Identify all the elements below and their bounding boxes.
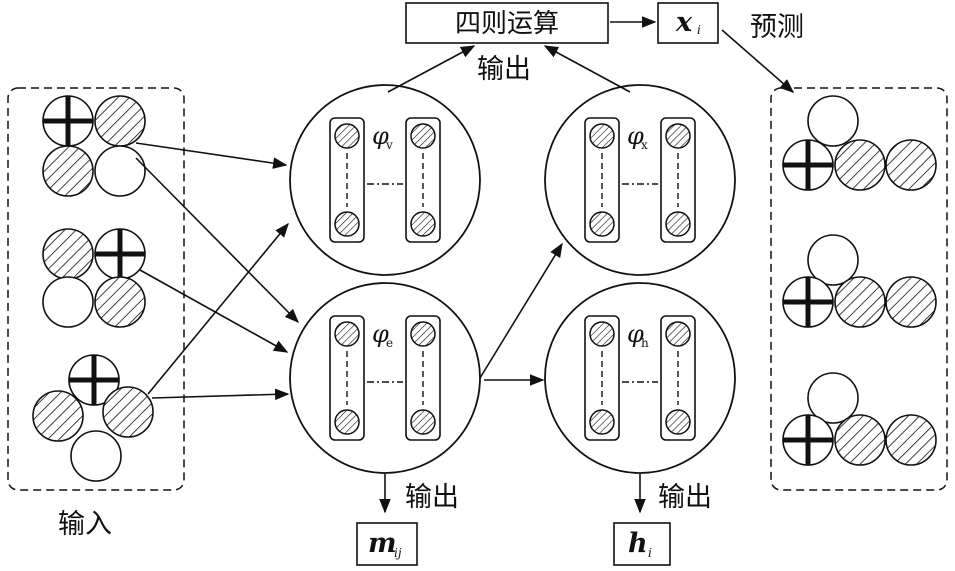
hatched-node-icon: [410, 211, 436, 237]
phi-symbol: φ: [627, 122, 644, 150]
hatched-node-icon: [589, 211, 615, 237]
hatched-node-icon: [334, 409, 360, 435]
layer-column: [660, 315, 696, 441]
hatched-node-icon: [665, 123, 691, 149]
layer-column: [584, 315, 620, 441]
network-circle: [289, 84, 481, 276]
m-symbol: m: [368, 528, 397, 559]
hatched-node-icon: [589, 123, 615, 149]
hatched-circle-icon: [42, 145, 94, 197]
hatched-circle-icon: [94, 95, 146, 147]
empty-circle-icon: [70, 430, 122, 482]
arrow-icon: [135, 157, 300, 324]
arrow-icon: [721, 29, 795, 93]
arrow-icon: [139, 269, 289, 353]
layer-column: [660, 117, 696, 243]
network-h: φh: [544, 282, 736, 474]
hatched-node-icon: [410, 123, 436, 149]
input-molecule-2: [42, 228, 146, 328]
network-v: φv: [289, 84, 481, 276]
phi-symbol: φ: [372, 320, 389, 348]
arrow-icon: [479, 242, 563, 379]
arithmetic-label: 四则运算: [455, 9, 559, 39]
empty-circle-icon: [94, 145, 146, 197]
network-circle: [289, 282, 481, 474]
phi-subscript: h: [641, 336, 649, 350]
hatched-node-icon: [410, 321, 436, 347]
network-x: φx: [544, 84, 736, 276]
hatched-node-icon: [334, 123, 360, 149]
hatched-node-icon: [665, 409, 691, 435]
phi-subscript: x: [641, 138, 648, 152]
layer-column: [405, 315, 441, 441]
hatched-node-icon: [334, 321, 360, 347]
hatched-circle-icon: [32, 390, 84, 442]
input-group-box: [7, 87, 185, 491]
hatched-circle-icon: [834, 139, 886, 191]
prediction-group-box: [770, 87, 948, 491]
phi-symbol: φ: [372, 122, 389, 150]
input-label: 输入: [58, 509, 112, 540]
phi-subscript: v: [385, 138, 393, 152]
input-molecule-3: [32, 354, 154, 482]
empty-circle-icon: [42, 276, 94, 328]
hatched-circle-icon: [42, 228, 94, 280]
h-subscript: i: [648, 546, 652, 560]
m-subscript: ij: [394, 546, 402, 560]
layer-column: [329, 117, 365, 243]
network-e: φe: [289, 282, 481, 474]
empty-circle-icon: [807, 372, 859, 424]
predict-label: 预测: [750, 12, 804, 43]
x-subscript: i: [697, 23, 701, 37]
h-output-box: [613, 522, 671, 566]
output-left-label: 输出: [405, 482, 459, 513]
arrow-icon: [543, 45, 631, 93]
layer-column: [329, 315, 365, 441]
arithmetic-box: [405, 2, 609, 44]
phi-subscript: e: [386, 336, 393, 350]
hatched-circle-icon: [102, 386, 154, 438]
hatched-node-icon: [665, 321, 691, 347]
empty-circle-icon: [807, 234, 859, 286]
hatched-node-icon: [589, 321, 615, 347]
prediction-molecule-1: [782, 95, 937, 191]
hatched-circle-icon: [834, 414, 886, 466]
prediction-molecule-3: [782, 372, 937, 466]
h-symbol: h: [628, 528, 648, 559]
output-top-label: 输出: [477, 54, 531, 85]
hatched-circle-icon: [834, 276, 886, 328]
arrow-icon: [151, 388, 290, 401]
hatched-circle-icon: [885, 414, 937, 466]
hatched-node-icon: [334, 211, 360, 237]
hatched-circle-icon: [94, 276, 146, 328]
layer-column: [584, 117, 620, 243]
arrow-icon: [147, 222, 289, 395]
output-right-label: 输出: [658, 482, 712, 513]
hatched-node-icon: [410, 409, 436, 435]
empty-circle-icon: [807, 95, 859, 147]
network-circle: [544, 282, 736, 474]
hatched-node-icon: [665, 211, 691, 237]
arrow-icon: [135, 142, 288, 169]
x-symbol: x: [675, 7, 693, 38]
hatched-node-icon: [589, 409, 615, 435]
m-output-box: [356, 522, 418, 566]
hatched-circle-icon: [885, 276, 937, 328]
input-molecule-1: [42, 95, 146, 197]
hatched-circle-icon: [885, 139, 937, 191]
prediction-molecule-2: [782, 234, 937, 328]
layer-column: [405, 117, 441, 243]
network-circle: [544, 84, 736, 276]
arrow-icon: [387, 45, 476, 93]
x-output-box: [657, 2, 719, 44]
phi-symbol: φ: [627, 320, 644, 348]
arrows: [135, 16, 795, 514]
